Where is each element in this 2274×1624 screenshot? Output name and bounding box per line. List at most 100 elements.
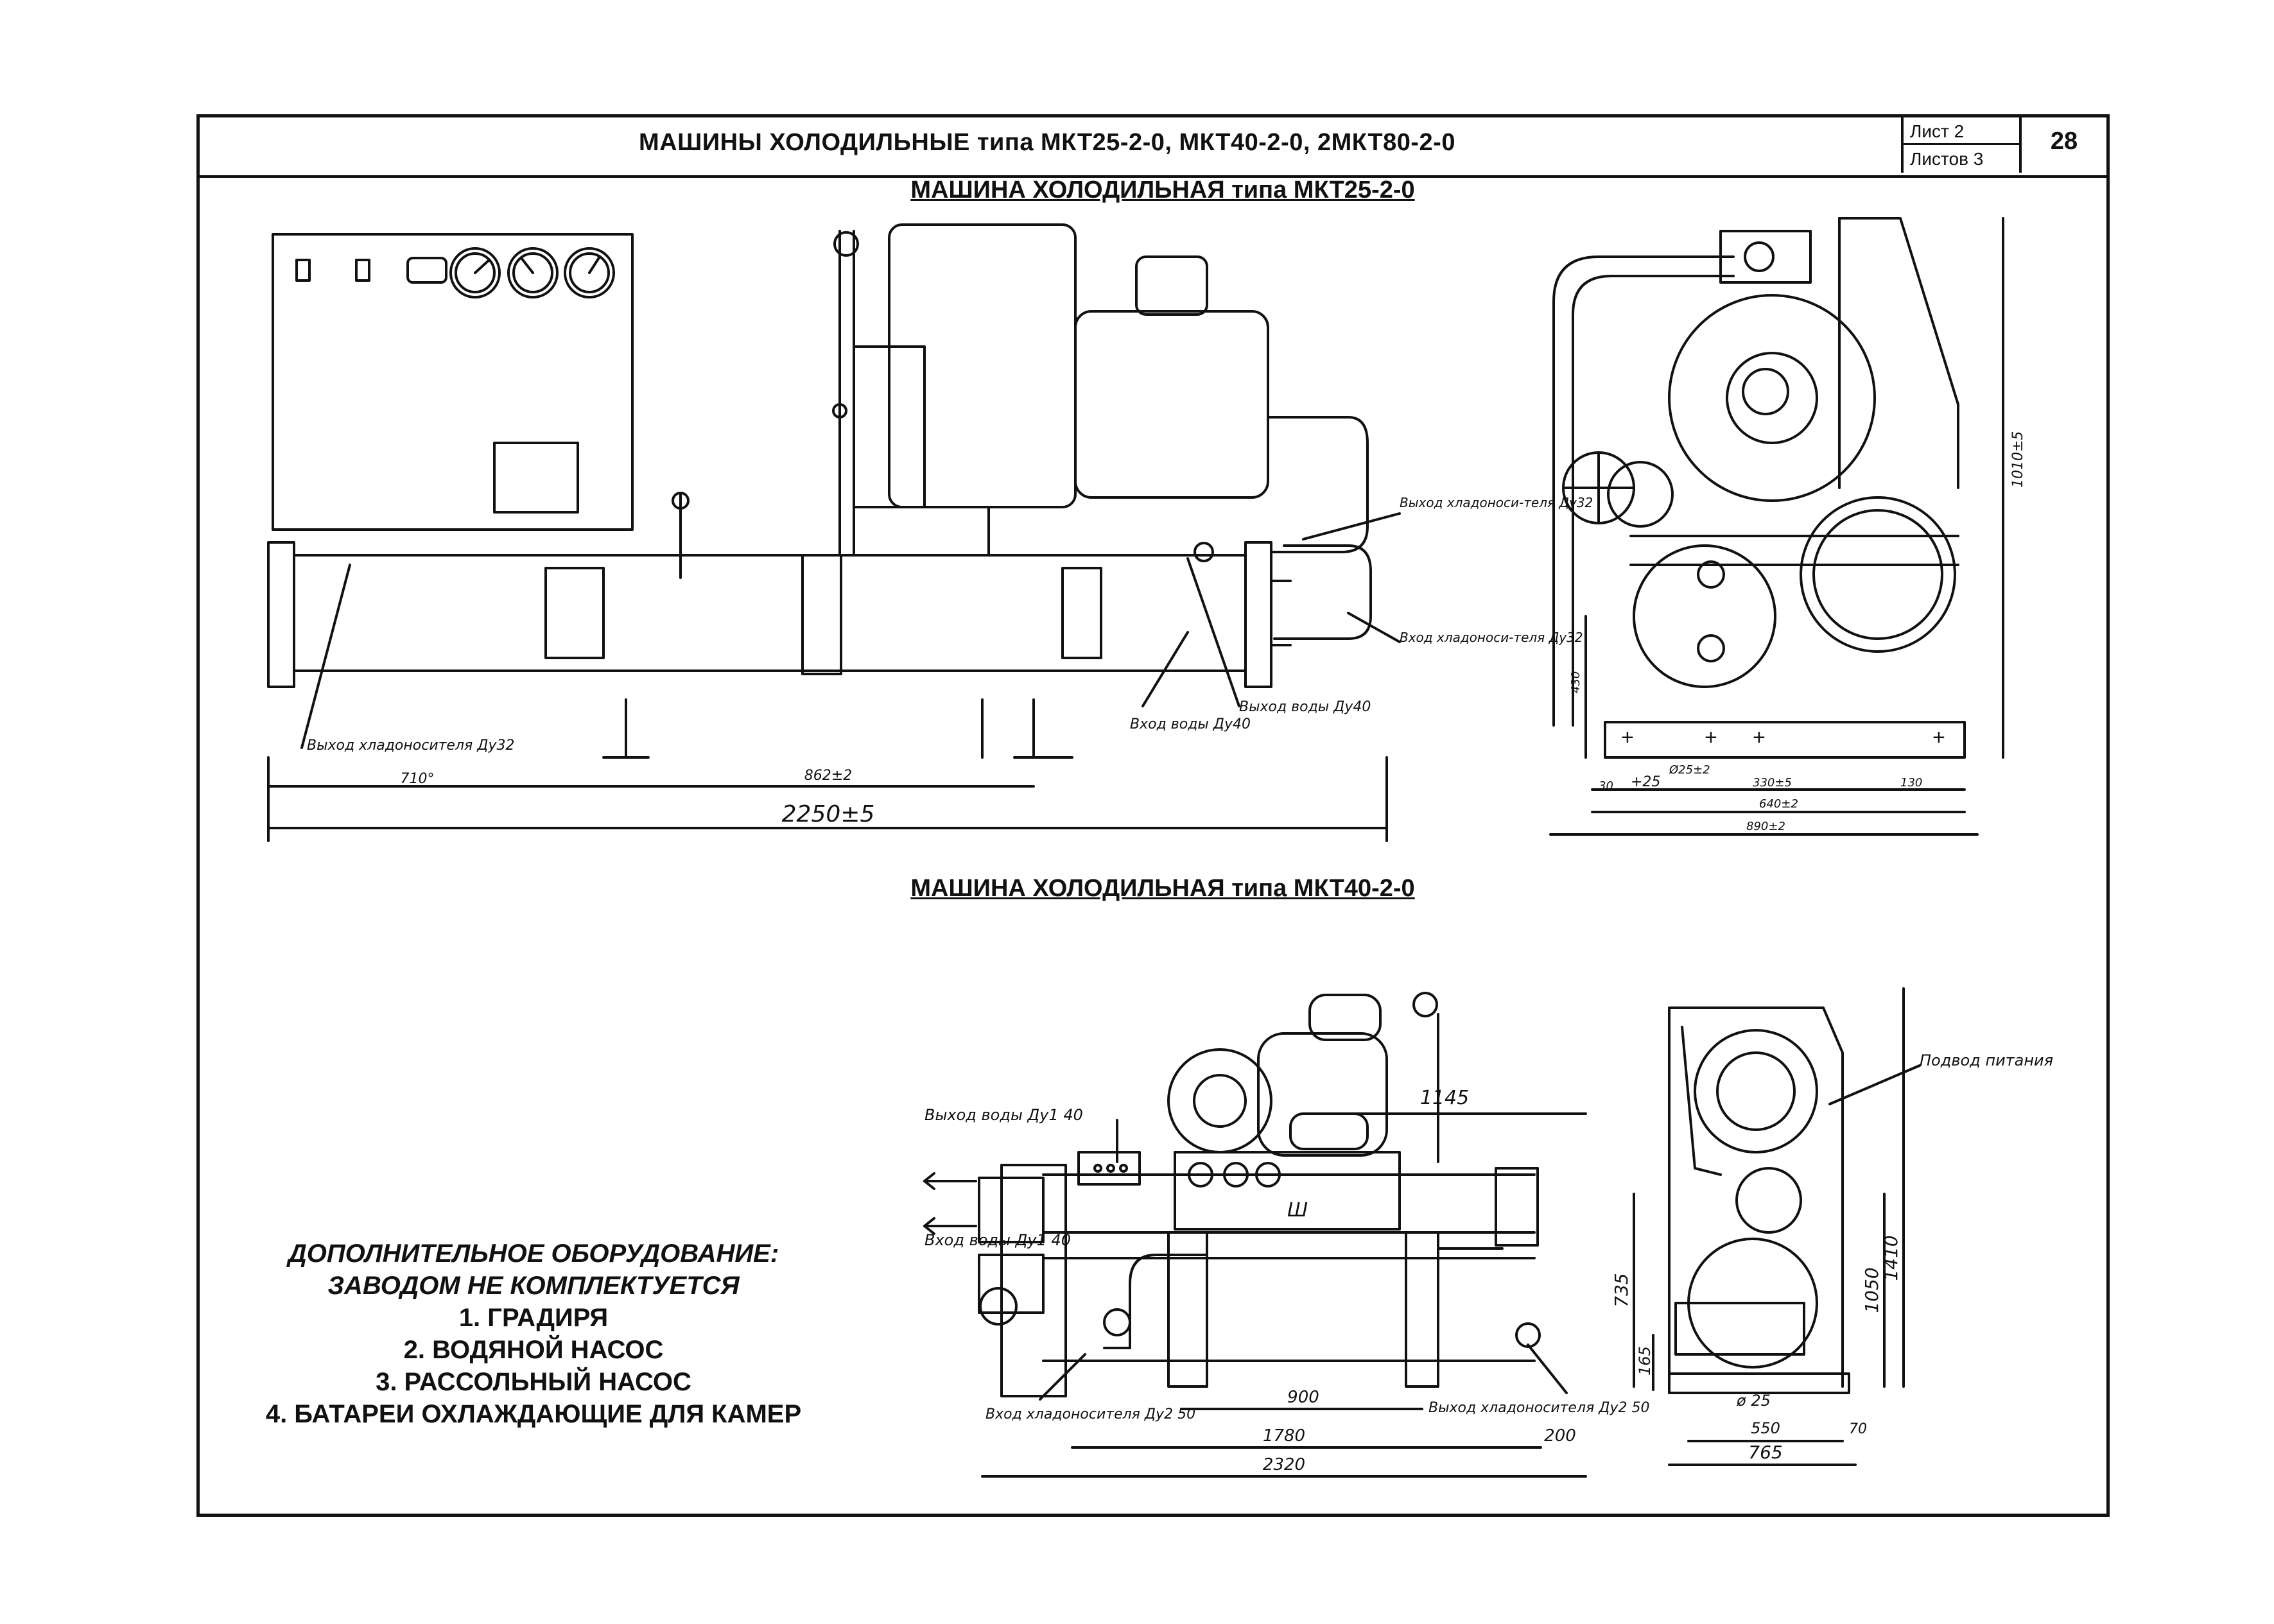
dimension-1145: 1145: [1420, 1087, 1469, 1109]
dimension-d25: ø 25: [1736, 1392, 1771, 1410]
dimension-2320: 2320: [1263, 1455, 1305, 1474]
compressor-icon: [832, 223, 1269, 557]
sheet-title: МАШИНЫ ХОЛОДИЛЬНЫЕ типа МКТ25-2-0, МКТ40…: [639, 129, 1455, 156]
label-water-in: Вход воды Ду1 40: [924, 1231, 1071, 1249]
dimension-330: 330±5: [1753, 776, 1792, 790]
instrument-box: [1077, 1151, 1141, 1186]
plus-mark: +: [1621, 725, 1634, 750]
flange: [978, 1177, 1045, 1243]
dimension-640: 640±2: [1759, 797, 1798, 811]
label-water-out: Выход воды Ду1 40: [924, 1106, 1083, 1124]
label-water-in: Вход воды Ду40: [1130, 716, 1251, 732]
label-water-out: Выход воды Ду40: [1239, 699, 1371, 715]
mkt25-front-view: 2250±5 862±2 710° Выход хладоносителя Ду…: [267, 223, 1593, 842]
valve-block: [1674, 1302, 1805, 1356]
valve-icon: [1255, 1162, 1281, 1188]
cabinet-plate: [493, 442, 579, 514]
gear-icon: [1735, 1167, 1802, 1234]
notes-item-1: 1. ГРАДИРЯ: [458, 1304, 609, 1332]
label-coolant-in-side: Вход хладоноси-теля Ду32: [1400, 630, 1583, 645]
panel-mark: Ш: [1287, 1199, 1308, 1222]
dimension-1050: 1050: [1861, 1267, 1882, 1313]
pressure-gauge-icon: [507, 247, 559, 298]
indicator-lamp: [295, 259, 311, 282]
dimension-710: 710°: [401, 771, 435, 787]
dimension-overall-length: 2250±5: [782, 801, 875, 827]
page-number: 28: [2050, 128, 2078, 155]
dimension-1010: 1010±5: [2010, 431, 2026, 488]
base-frame: [1668, 1372, 1850, 1394]
dimension-430: 430: [1569, 671, 1583, 693]
flange: [1495, 1167, 1539, 1247]
dimension-200: 200: [1544, 1426, 1576, 1446]
side-pipe: [1681, 1026, 1722, 1176]
dimension-735: 735: [1611, 1273, 1632, 1307]
valve-icon: [1223, 1162, 1249, 1188]
dimension-25: +25: [1631, 774, 1660, 790]
plus-mark: +: [1705, 725, 1717, 750]
leader-line: [300, 564, 351, 749]
plus-mark: +: [1932, 725, 1945, 750]
indicator-lamp: [355, 259, 370, 282]
dimension-900: 900: [1287, 1388, 1319, 1407]
pressure-gauge-icon: [449, 247, 501, 298]
pressure-gauge-icon: [564, 247, 615, 298]
notes-heading-1: ДОПОЛНИТЕЛЬНОЕ ОБОРУДОВАНИЕ:: [288, 1240, 779, 1268]
pump-housing: [1633, 544, 1776, 688]
valve-icon: [979, 1287, 1018, 1326]
flange: [978, 1254, 1045, 1314]
drawing-sheet: МАШИНЫ ХОЛОДИЛЬНЫЕ типа МКТ25-2-0, МКТ40…: [196, 114, 2110, 1517]
dimension-foot: Ø25±2: [1669, 763, 1710, 777]
dimension-130: 130: [1900, 776, 1922, 790]
valve-icon: [1188, 1162, 1213, 1188]
additional-equipment-notes: ДОПОЛНИТЕЛЬНОЕ ОБОРУДОВАНИЕ: ЗАВОДОМ НЕ …: [206, 1238, 861, 1430]
frame-outline: [1838, 217, 1959, 489]
label-coolant-out: Выход хладоносителя Ду32: [307, 738, 514, 754]
compressor-icon: [1257, 1032, 1388, 1157]
notes-item-4: 4. БАТАРЕИ ОХЛАЖДАЮЩИЕ ДЛЯ КАМЕР: [265, 1400, 802, 1428]
dimension-70: 70: [1849, 1421, 1867, 1437]
base-frame: [1604, 721, 1966, 759]
support-leg: [1405, 1231, 1439, 1388]
valve-block: [1719, 230, 1812, 284]
mkt40-side-view: Подвод питания 1050 1410 ø 25 550 70 765: [1668, 987, 2053, 1466]
refrigerant-pipe: [1273, 544, 1372, 640]
sheets-total-label: Листов 3: [1910, 149, 1984, 169]
section-title-mkt25: МАШИНА ХОЛОДИЛЬНАЯ типа МКТ25-2-0: [910, 177, 1415, 203]
label-coolant-out-side: Выход хладоноси-теля Ду32: [1400, 495, 1593, 510]
plus-mark: +: [1753, 725, 1766, 750]
compressor-head: [1308, 994, 1382, 1041]
leader-line: [1302, 512, 1401, 540]
section-title-mkt40: МАШИНА ХОЛОДИЛЬНАЯ типа МКТ40-2-0: [910, 875, 1415, 902]
support-leg: [1167, 1231, 1208, 1388]
label-coolant-out: Выход хладоносителя Ду2 50: [1428, 1400, 1649, 1416]
dimension-165: 165: [1636, 1346, 1654, 1376]
coolant-pipe: [1103, 1254, 1208, 1349]
dimension-765: 765: [1748, 1442, 1782, 1463]
sheet-counter-box: Лист 2 Листов 3: [1901, 117, 2022, 173]
mkt25-side-view: + + + + 1010±5 430 Ø25±2 30 +25 330±5 13…: [1549, 217, 2026, 836]
valve-icon: [1193, 542, 1214, 562]
valve-icon: [1412, 992, 1438, 1017]
label-coolant-in: Вход хладоносителя Ду2 50: [985, 1406, 1195, 1422]
indicator-window: [406, 257, 447, 284]
label-power-supply: Подвод питания: [1920, 1051, 2053, 1069]
side-frame: [1668, 1006, 1844, 1388]
leader-line: [1186, 557, 1240, 707]
leader-line: [1039, 1353, 1086, 1401]
mkt40-front-view: Ш Выход воды Ду1 40 Вход воды Ду1 40 Вхо…: [923, 992, 1654, 1478]
flywheel-icon: [1668, 294, 1876, 502]
leader-line: [1141, 631, 1189, 707]
leader-line: [1347, 612, 1401, 643]
water-header: [1000, 1164, 1067, 1397]
sheet-label: Лист 2: [1904, 117, 2019, 145]
valve-icon: [1103, 1308, 1131, 1336]
leader-line: [1527, 1343, 1568, 1394]
notes-item-3: 3. РАССОЛЬНЫЙ НАСОС: [376, 1368, 691, 1396]
notes-item-2: 2. ВОДЯНОЙ НАСОС: [403, 1336, 664, 1364]
dimension-862: 862±2: [804, 768, 852, 784]
side-pipe: [1552, 255, 1735, 727]
receiver-icon: [1607, 461, 1674, 528]
notes-heading-2: ЗАВОДОМ НЕ КОМПЛЕКТУЕТСЯ: [327, 1272, 740, 1300]
